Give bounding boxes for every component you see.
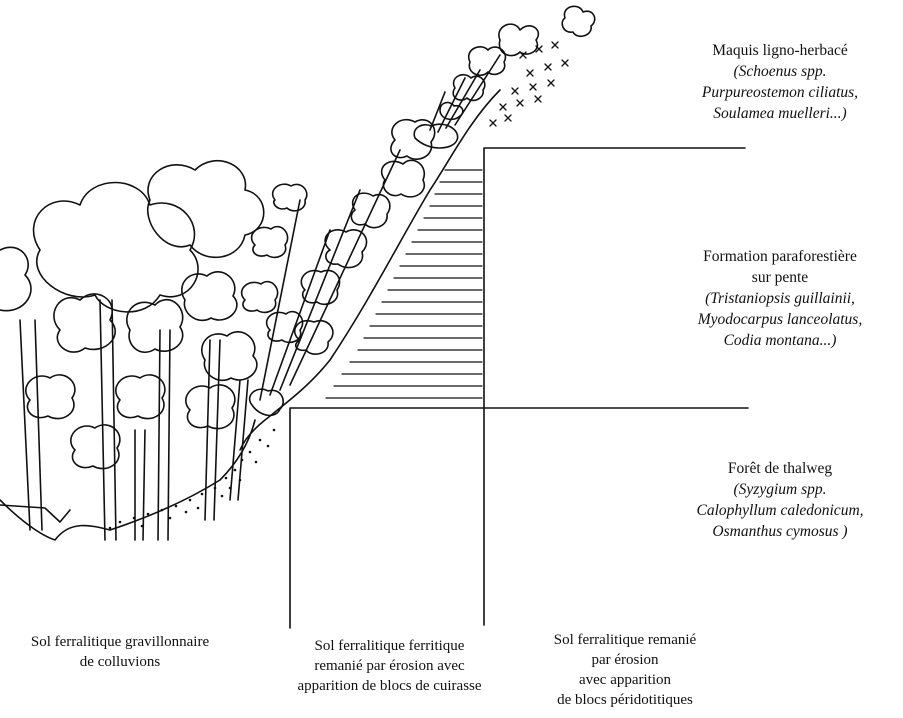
soil-line: remanié par érosion avec xyxy=(262,656,517,676)
zone-name: Maquis ligno-herbacé xyxy=(660,40,900,61)
soil-label-peridotite: Sol ferralitique remanié par érosion ave… xyxy=(520,630,730,710)
species-line: Myodocarpus lanceolatus, xyxy=(660,309,900,330)
slope-shrubs xyxy=(242,120,435,416)
species-line: Osmanthus cymosus ) xyxy=(660,521,900,542)
zone-name: Formation paraforestière xyxy=(660,246,900,267)
species-line: Codia montana...) xyxy=(660,330,900,351)
thalweg-forest xyxy=(0,161,264,540)
soil-line: Sol ferralitique ferritique xyxy=(262,636,517,656)
soil-line: avec apparition xyxy=(520,670,730,690)
species-line: (Tristaniopsis guillainii, xyxy=(660,288,900,309)
species-line: Purpureostemon ciliatus, xyxy=(660,82,900,103)
zone-label-thalweg-forest: Forêt de thalweg (Syzygium spp. Calophyl… xyxy=(660,458,900,542)
soil-line: Sol ferralitique remanié xyxy=(520,630,730,650)
soil-line: de blocs péridotitiques xyxy=(520,690,730,710)
soil-line: par érosion xyxy=(520,650,730,670)
soil-line: Sol ferralitique gravillonnaire xyxy=(0,632,240,652)
zone-label-paraforest: Formation paraforestière sur pente (Tris… xyxy=(660,246,900,351)
zone-name: sur pente xyxy=(660,267,900,288)
zone-name: Forêt de thalweg xyxy=(660,458,900,479)
species-line: (Syzygium spp. xyxy=(660,479,900,500)
zone-label-maquis: Maquis ligno-herbacé (Schoenus spp. Purp… xyxy=(660,40,900,124)
species-line: (Schoenus spp. xyxy=(660,61,900,82)
ground-profile xyxy=(240,90,500,450)
maquis-shrubs xyxy=(414,6,595,148)
colluvium-stipple xyxy=(109,429,276,530)
soil-label-cuirasse: Sol ferralitique ferritique remanié par … xyxy=(262,636,517,696)
slope-hatching xyxy=(326,170,482,398)
species-line: Calophyllum caledonicum, xyxy=(660,500,900,521)
soil-line: apparition de blocs de cuirasse xyxy=(262,676,517,696)
species-line: Soulamea muelleri...) xyxy=(660,103,900,124)
soil-line: de colluvions xyxy=(0,652,240,672)
soil-label-colluvions: Sol ferralitique gravillonnaire de collu… xyxy=(0,632,240,672)
zone-boundary-lines xyxy=(290,148,748,628)
